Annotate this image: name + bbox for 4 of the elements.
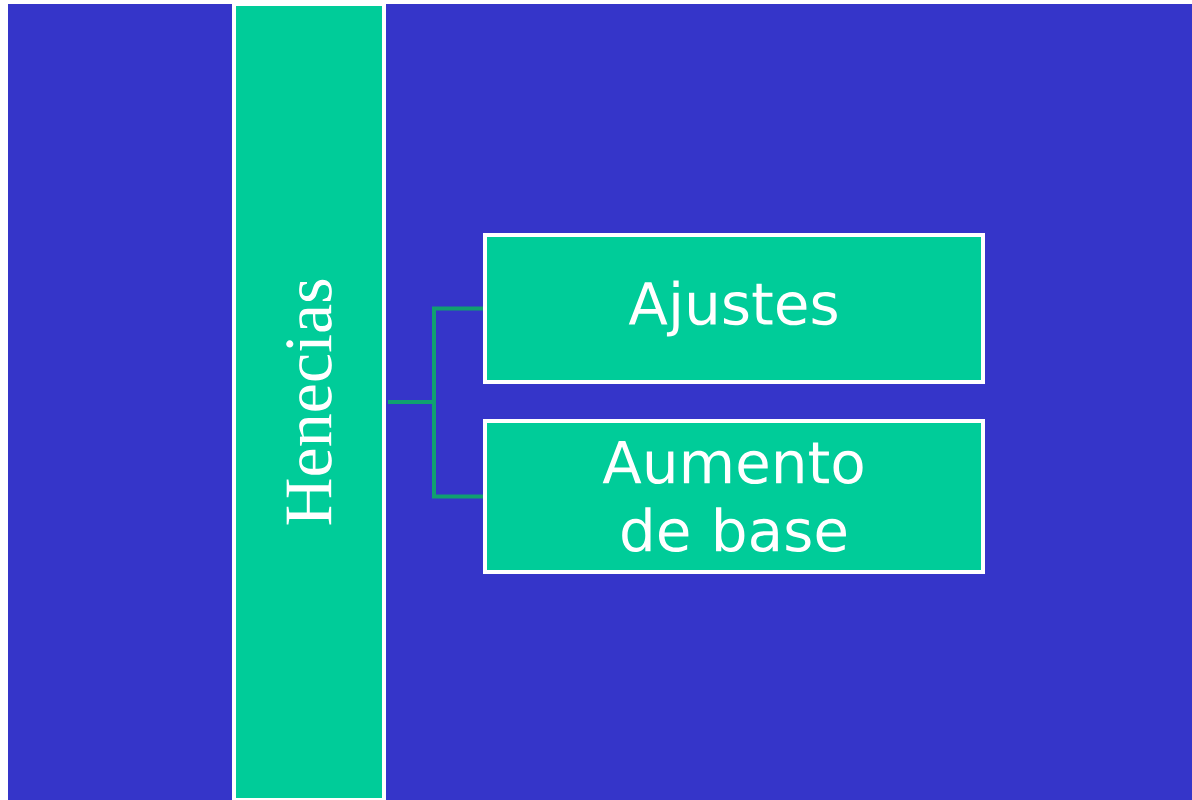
process-box: Ajustes [483, 233, 985, 384]
process-box: Aumento de base [483, 419, 985, 574]
vertical-bar: Henecias [232, 2, 386, 800]
connector [388, 400, 483, 499]
